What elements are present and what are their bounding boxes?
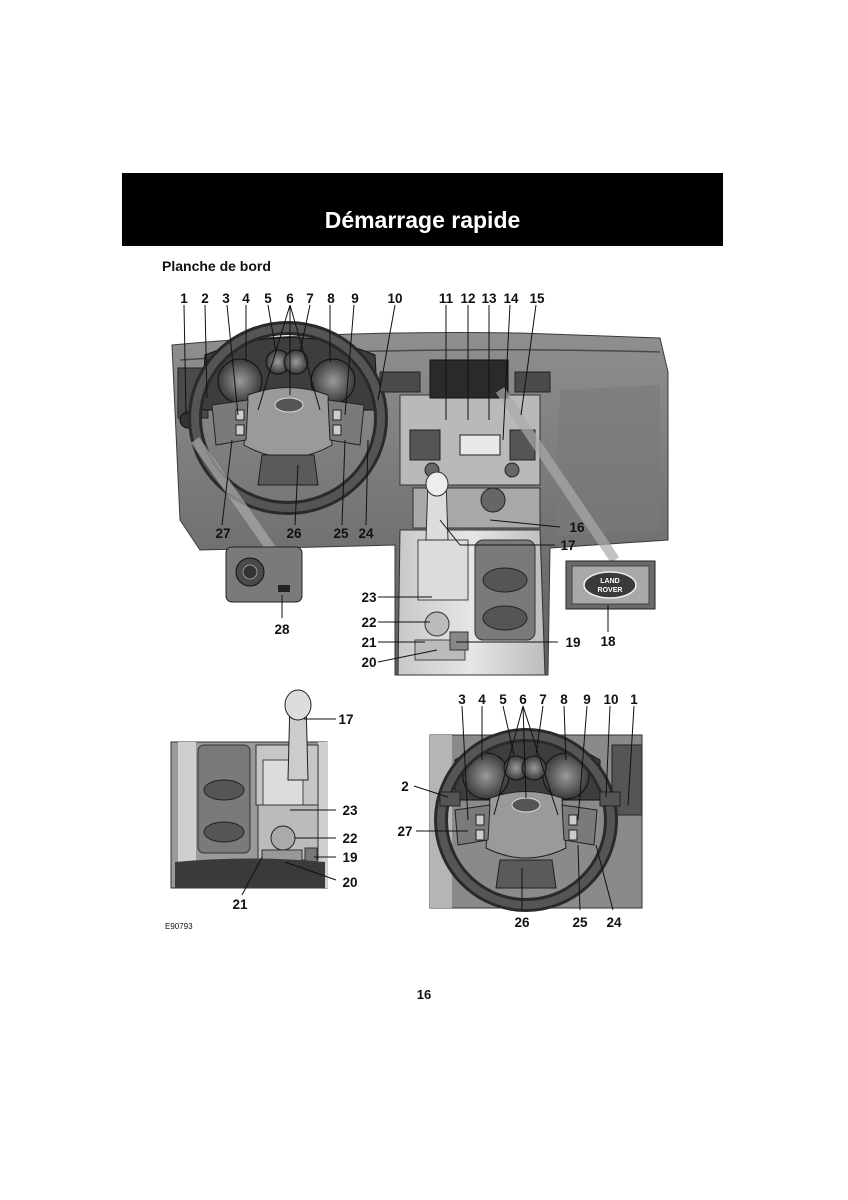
steering-callout-27: 27 bbox=[397, 824, 412, 839]
callout-7: 7 bbox=[306, 291, 314, 306]
steering-callout-4: 4 bbox=[478, 692, 486, 707]
steering-callout-9: 9 bbox=[583, 692, 591, 707]
steering-callout-25: 25 bbox=[572, 915, 588, 930]
steering-callout-7: 7 bbox=[539, 692, 547, 707]
main-callout-lines bbox=[183, 304, 609, 663]
callout-16: 16 bbox=[569, 520, 585, 535]
console-callout-23: 23 bbox=[342, 803, 358, 818]
console-detail-view bbox=[170, 689, 328, 889]
light-switch-inset bbox=[225, 546, 303, 603]
console-callout-21: 21 bbox=[232, 897, 248, 912]
page-title: Démarrage rapide bbox=[324, 207, 521, 233]
badge-text-rover: ROVER bbox=[598, 587, 623, 594]
callout-8: 8 bbox=[327, 291, 335, 306]
callout-5: 5 bbox=[264, 291, 272, 306]
steering-callout-3: 3 bbox=[458, 692, 466, 707]
callout-15: 15 bbox=[529, 291, 545, 306]
callout-18: 18 bbox=[600, 634, 616, 649]
callout-25: 25 bbox=[333, 526, 349, 541]
steering-detail-view bbox=[429, 728, 643, 912]
steering-callout-10: 10 bbox=[603, 692, 618, 707]
callout-28: 28 bbox=[274, 622, 290, 637]
callout-9: 9 bbox=[351, 291, 359, 306]
steering-callout-6: 6 bbox=[519, 692, 527, 707]
steering-callout-1: 1 bbox=[630, 692, 638, 707]
steering-callout-24: 24 bbox=[606, 915, 622, 930]
callout-3: 3 bbox=[222, 291, 230, 306]
callout-14: 14 bbox=[503, 291, 519, 306]
console-callout-20: 20 bbox=[342, 875, 357, 890]
callout-19: 19 bbox=[565, 635, 580, 650]
callout-2: 2 bbox=[201, 291, 209, 306]
callout-21: 21 bbox=[361, 635, 377, 650]
callout-10: 10 bbox=[387, 291, 402, 306]
callout-12: 12 bbox=[460, 291, 475, 306]
land-rover-badge-inset: LAND ROVER bbox=[565, 560, 656, 610]
callout-22: 22 bbox=[361, 615, 376, 630]
callout-24: 24 bbox=[358, 526, 374, 541]
console-callout-lines bbox=[241, 718, 337, 896]
callout-4: 4 bbox=[242, 291, 250, 306]
steering-callout-5: 5 bbox=[499, 692, 507, 707]
header-bar: Démarrage rapide bbox=[122, 173, 723, 246]
console-callout-19: 19 bbox=[342, 850, 357, 865]
section-title: Planche de bord bbox=[162, 258, 271, 274]
main-dashboard-view bbox=[171, 321, 669, 676]
console-callout-17: 17 bbox=[338, 712, 353, 727]
steering-callout-8: 8 bbox=[560, 692, 568, 707]
callout-27: 27 bbox=[215, 526, 230, 541]
steering-callout-2: 2 bbox=[401, 779, 409, 794]
console-callout-22: 22 bbox=[342, 831, 357, 846]
badge-text-land: LAND bbox=[600, 578, 619, 585]
callout-6: 6 bbox=[286, 291, 294, 306]
steering-callout-26: 26 bbox=[514, 915, 530, 930]
callout-23: 23 bbox=[361, 590, 377, 605]
callout-17: 17 bbox=[560, 538, 575, 553]
page-number: 16 bbox=[416, 987, 432, 1002]
callout-26: 26 bbox=[286, 526, 302, 541]
steering-callout-lines bbox=[413, 705, 635, 911]
callout-1: 1 bbox=[180, 291, 188, 306]
callout-20: 20 bbox=[361, 655, 376, 670]
callout-13: 13 bbox=[481, 291, 497, 306]
figure-code: E90793 bbox=[165, 922, 193, 931]
callout-11: 11 bbox=[439, 291, 454, 306]
